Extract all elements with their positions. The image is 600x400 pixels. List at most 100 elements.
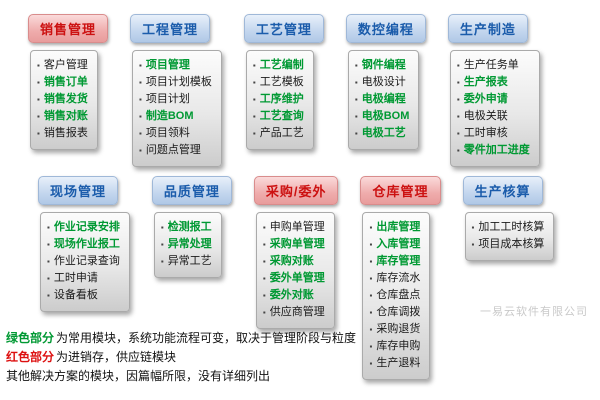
module-item: ▪零件加工进度 [457,142,530,159]
bullet-icon: ▪ [252,61,256,70]
bullet-icon: ▪ [47,257,50,266]
bullet-icon: ▪ [160,240,164,249]
bullet-icon: ▪ [37,61,40,70]
module-header: 品质管理 [151,176,232,205]
module-item: ▪委外对账 [263,287,325,304]
module-panel: ▪客户管理▪销售订单▪销售发货▪销售对账▪销售报表 [30,50,98,150]
bullet-icon: ▪ [139,78,142,87]
module-item-label: 产品工艺 [259,127,304,139]
module-panel: ▪生产任务单▪生产报表▪委外申请▪电极关联▪工时审核▪零件加工进度 [449,50,540,167]
module-item-label: 制造BOM [145,110,194,122]
bullet-icon: ▪ [369,223,373,232]
bullet-icon: ▪ [252,78,256,87]
module-header: 生产制造 [447,14,528,43]
bullet-icon: ▪ [139,129,142,138]
bullet-icon: ▪ [456,78,460,87]
module-item: ▪现场作业报工 [47,236,120,253]
module-item: ▪钢件编程 [355,57,410,74]
legend-note-line: 绿色部分为常用模块，系统功能流程可变，取决于管理阶段与粒度 [6,329,356,348]
module-item: ▪设备看板 [47,287,120,304]
module-item: ▪工时申请 [47,270,120,287]
module-item-label: 作业记录安排 [53,221,120,233]
module-item: ▪检测报工 [161,219,212,236]
bullet-icon: ▪ [354,112,358,121]
bullet-icon: ▪ [369,359,373,368]
module-item: ▪生产报表 [457,74,530,91]
module-panel: ▪出库管理▪入库管理▪库存管理▪库存流水▪仓库盘点▪仓库调拨▪采购退货▪库存申购… [362,212,431,380]
module-item: ▪库存流水 [369,270,420,287]
module-item: ▪项目管理 [139,57,212,74]
module-item: ▪工时审核 [457,125,530,142]
bullet-icon: ▪ [47,291,50,300]
bullet-icon: ▪ [139,95,142,104]
module-item: ▪销售对账 [37,108,88,125]
module-header: 仓库管理 [360,176,441,205]
module-item: ▪项目计划模板 [139,74,212,91]
bullet-icon: ▪ [160,223,164,232]
module-item-label: 电极设计 [361,76,406,88]
module-item-label: 异常处理 [167,238,212,250]
module-item-label: 采购单管理 [269,238,325,250]
bullet-icon: ▪ [369,308,373,317]
bullet-icon: ▪ [37,78,40,87]
module-item: ▪库存管理 [369,253,420,270]
module-item-label: 检测报工 [167,221,212,233]
module-group: 仓库管理▪出库管理▪入库管理▪库存管理▪库存流水▪仓库盘点▪仓库调拨▪采购退货▪… [360,176,441,380]
module-item: ▪生产任务单 [457,57,530,74]
module-panel: ▪钢件编程▪电极设计▪电极编程▪电极BOM▪电极工艺 [347,50,420,150]
module-item: ▪工序维护 [253,91,304,108]
module-item: ▪工艺编制 [253,57,304,74]
module-item-label: 问题点管理 [145,144,201,156]
module-item-label: 委外单管理 [269,272,325,284]
module-item-label: 作业记录查询 [53,255,120,267]
module-header: 生产核算 [462,176,543,205]
bullet-icon: ▪ [369,342,373,351]
bullet-icon: ▪ [139,61,142,70]
module-item: ▪委外申请 [457,91,530,108]
bullet-icon: ▪ [456,61,460,70]
bullet-icon: ▪ [160,257,164,266]
module-group: 采购/委外▪申购单管理▪采购单管理▪采购对账▪委外单管理▪委外对账▪供应商管理 [253,176,339,329]
module-item: ▪生产退料 [369,355,420,372]
module-item-label: 工艺模板 [259,76,304,88]
module-group: 工程管理▪项目管理▪项目计划模板▪项目计划▪制造BOM▪项目领料▪问题点管理 [130,14,222,167]
module-item: ▪项目计划 [139,91,212,108]
bullet-icon: ▪ [369,240,373,249]
module-item-label: 申购单管理 [269,221,325,233]
module-item-label: 零件加工进度 [463,144,530,156]
module-row-bottom: 现场管理▪作业记录安排▪现场作业报工▪作业记录查询▪工时申请▪设备看板品质管理▪… [38,176,555,380]
legend-notes: 绿色部分为常用模块，系统功能流程可变，取决于管理阶段与粒度红色部分为进销存，供应… [6,329,356,386]
module-item-label: 采购退货 [376,323,421,335]
module-item: ▪产品工艺 [253,125,304,142]
module-item: ▪委外单管理 [263,270,325,287]
bullet-icon: ▪ [262,308,266,317]
module-header: 工程管理 [130,14,211,43]
module-item: ▪采购单管理 [263,236,325,253]
bullet-icon: ▪ [369,257,373,266]
module-item-label: 工序维护 [259,93,304,105]
module-group: 品质管理▪检测报工▪异常处理▪异常工艺 [151,176,232,278]
module-item: ▪工艺查询 [253,108,304,125]
module-item-label: 项目领料 [145,127,190,139]
bullet-icon: ▪ [262,291,266,300]
module-item-label: 销售对账 [43,110,88,122]
module-item: ▪仓库盘点 [369,287,420,304]
module-item-label: 电极关联 [463,110,508,122]
module-item: ▪异常处理 [161,236,212,253]
legend-note-prefix: 绿色部分 [6,331,55,345]
module-panel: ▪作业记录安排▪现场作业报工▪作业记录查询▪工时申请▪设备看板 [40,212,130,312]
watermark: 一易云软件有限公司 [480,306,588,318]
module-header: 采购/委外 [253,176,339,205]
module-item-label: 出库管理 [376,221,421,233]
module-item: ▪电极工艺 [355,125,410,142]
module-item: ▪电极设计 [355,74,410,91]
module-item: ▪作业记录安排 [47,219,120,236]
module-item: ▪项目成本核算 [472,236,545,253]
module-panel: ▪检测报工▪异常处理▪异常工艺 [153,212,222,278]
bullet-icon: ▪ [47,223,50,232]
module-item-label: 项目成本核算 [478,238,545,250]
bullet-icon: ▪ [369,274,373,283]
module-header: 现场管理 [38,176,119,205]
bullet-icon: ▪ [456,129,460,138]
